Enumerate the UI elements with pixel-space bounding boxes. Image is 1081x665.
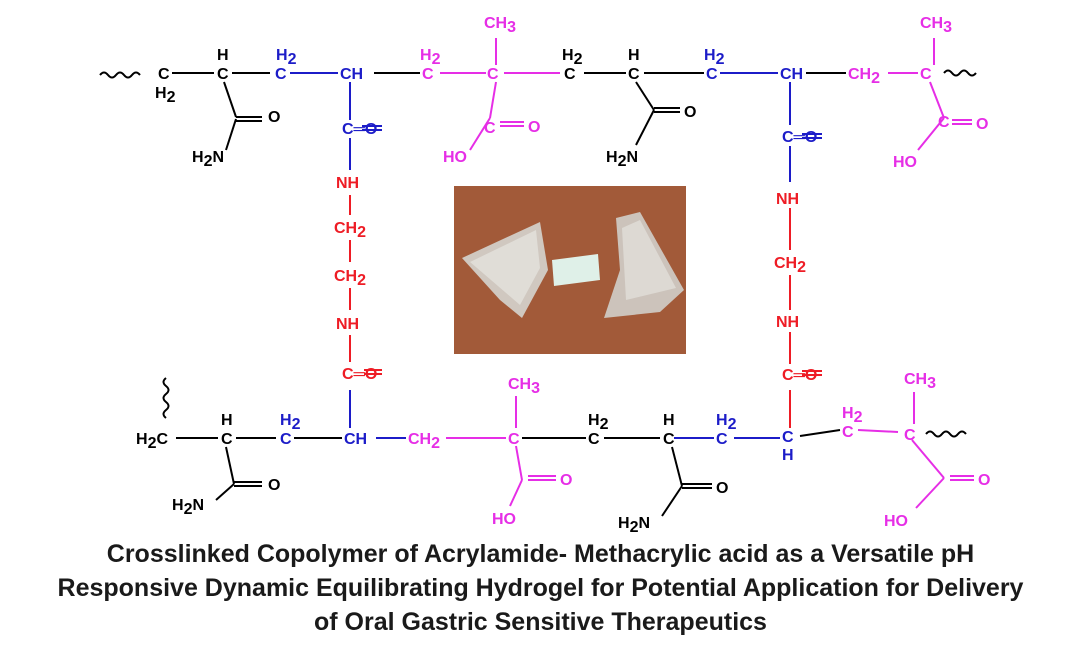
figure-caption: Crosslinked Copolymer of Acrylamide- Met… bbox=[0, 537, 1081, 639]
top-wavy-end-left bbox=[99, 71, 141, 79]
crosslink-bridges bbox=[349, 195, 822, 376]
atom-c: C bbox=[217, 66, 229, 83]
atom-h2: H2 bbox=[562, 47, 583, 68]
atom-h2: H2 bbox=[420, 47, 441, 68]
atom-h2n: H2N bbox=[618, 515, 650, 536]
atom-c: C bbox=[275, 66, 287, 83]
atom-c: C bbox=[484, 120, 496, 137]
atom-o: O bbox=[528, 119, 540, 136]
atom-h2: H2 bbox=[588, 412, 609, 433]
atom-nh: NH bbox=[776, 314, 799, 331]
atom-o: O bbox=[268, 109, 280, 126]
atom-c-eq-o: C═O bbox=[342, 366, 377, 383]
hydrogel-piece-center bbox=[552, 254, 600, 286]
atom-o: O bbox=[560, 472, 572, 489]
atom-o: O bbox=[976, 116, 988, 133]
atom-h: H bbox=[217, 47, 229, 64]
atom-h: H bbox=[221, 412, 233, 429]
atom-ch2: CH2 bbox=[334, 268, 366, 289]
atom-ch: CH bbox=[340, 66, 363, 83]
atom-c: C bbox=[938, 114, 950, 131]
atom-c: C bbox=[904, 427, 916, 444]
atom-h2: H2 bbox=[842, 405, 863, 426]
atom-h2: H2 bbox=[155, 85, 176, 106]
atom-c: C bbox=[280, 431, 292, 448]
atom-h: H bbox=[782, 447, 794, 464]
crosslink-labels: NH CH2 CH2 NH C═O NH CH2 NH C═O bbox=[334, 175, 817, 384]
atom-c: C bbox=[221, 431, 233, 448]
atom-c: C bbox=[564, 66, 576, 83]
atom-c-eq-o: C═O bbox=[782, 367, 817, 384]
top-chain bbox=[99, 38, 977, 182]
atom-o: O bbox=[716, 480, 728, 497]
atom-h2: H2 bbox=[280, 412, 301, 433]
caption-line: of Oral Gastric Sensitive Therapeutics bbox=[314, 608, 767, 636]
atom-nh: NH bbox=[336, 316, 359, 333]
atom-c: C bbox=[920, 66, 932, 83]
atom-ch3: CH3 bbox=[484, 15, 516, 36]
bottom-wavy-end-left bbox=[162, 377, 170, 419]
atom-h2: H2 bbox=[276, 47, 297, 68]
atom-c: C bbox=[706, 66, 718, 83]
atom-ch2: CH2 bbox=[408, 431, 440, 452]
atom-c-eq-o: C═O bbox=[782, 129, 817, 146]
atom-h2n: H2N bbox=[606, 149, 638, 170]
atom-c: C bbox=[422, 66, 434, 83]
atom-ch3: CH3 bbox=[920, 15, 952, 36]
bottom-wavy-end-right bbox=[925, 430, 967, 438]
atom-ch2: CH2 bbox=[848, 66, 880, 87]
atom-c: C bbox=[487, 66, 499, 83]
atom-nh: NH bbox=[776, 191, 799, 208]
atom-c: C bbox=[158, 66, 170, 83]
atom-ch: CH bbox=[780, 66, 803, 83]
atom-ho: HO bbox=[492, 511, 516, 528]
atom-c: C bbox=[663, 431, 675, 448]
atom-c: C bbox=[628, 66, 640, 83]
atom-h2n: H2N bbox=[192, 149, 224, 170]
atom-c-eq-o: C═O bbox=[342, 121, 377, 138]
polymer-structure-diagram: C H2 H C O H2N H2 C CH C═O H2 C CH3 C C … bbox=[99, 15, 990, 536]
bottom-chain-labels: H2C H C O H2N H2 C CH CH2 CH3 C O HO H2 … bbox=[136, 371, 990, 536]
atom-o: O bbox=[684, 104, 696, 121]
caption-line: Responsive Dynamic Equilibrating Hydroge… bbox=[57, 574, 1024, 602]
atom-ch2: CH2 bbox=[774, 255, 806, 276]
atom-nh: NH bbox=[336, 175, 359, 192]
atom-h2: H2 bbox=[704, 47, 725, 68]
hydrogel-samples-photo bbox=[454, 186, 686, 354]
atom-ho: HO bbox=[884, 513, 908, 530]
atom-ho: HO bbox=[893, 154, 917, 171]
bottom-chain bbox=[162, 377, 974, 517]
atom-ch2: CH2 bbox=[334, 220, 366, 241]
atom-ho: HO bbox=[443, 149, 467, 166]
atom-c: C bbox=[842, 424, 854, 441]
atom-h2c: H2C bbox=[136, 431, 168, 452]
top-wavy-end-right bbox=[943, 69, 977, 77]
atom-ch3: CH3 bbox=[904, 371, 936, 392]
atom-h: H bbox=[628, 47, 640, 64]
caption-line: Crosslinked Copolymer of Acrylamide- Met… bbox=[106, 540, 975, 568]
atom-c: C bbox=[782, 429, 794, 446]
atom-c: C bbox=[588, 431, 600, 448]
atom-h: H bbox=[663, 412, 675, 429]
atom-h2n: H2N bbox=[172, 497, 204, 518]
atom-h2: H2 bbox=[716, 412, 737, 433]
atom-o: O bbox=[978, 472, 990, 489]
top-chain-labels: C H2 H C O H2N H2 C CH C═O H2 C CH3 C C … bbox=[155, 15, 988, 171]
atom-c: C bbox=[508, 431, 520, 448]
atom-ch3: CH3 bbox=[508, 376, 540, 397]
atom-ch: CH bbox=[344, 431, 367, 448]
atom-o: O bbox=[268, 477, 280, 494]
atom-c: C bbox=[716, 431, 728, 448]
